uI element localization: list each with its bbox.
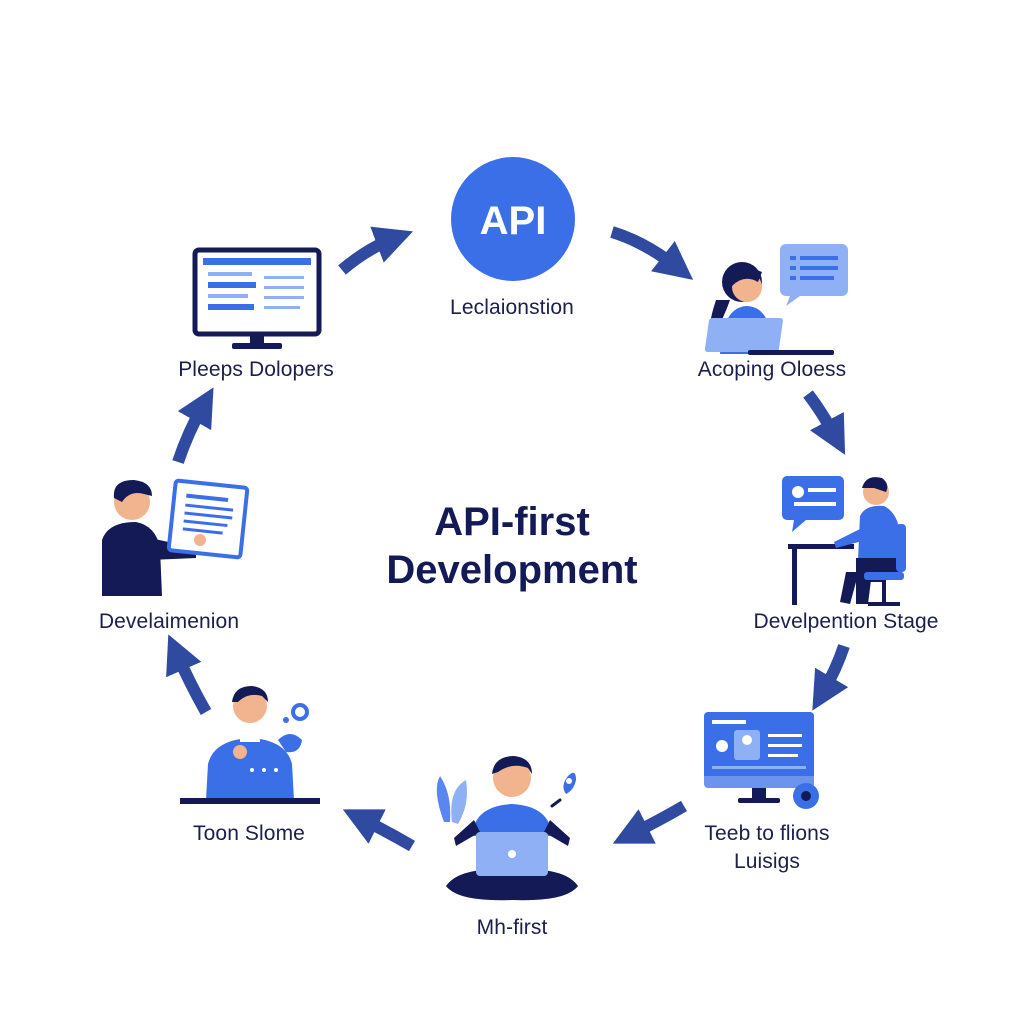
node-label-8: Pleeps Dolopers	[178, 358, 334, 381]
center-title-line2: Development	[386, 548, 638, 592]
arrow-3	[803, 390, 846, 455]
node-label-5: Mh-first	[476, 916, 548, 939]
node-label-6: Toon Slome	[193, 822, 305, 845]
arrow-6	[342, 809, 416, 852]
arrow-4	[812, 644, 850, 711]
presenter-icon	[102, 478, 250, 596]
arrow-7	[166, 634, 212, 715]
center-title: API-first Development	[386, 498, 637, 594]
dashboard-monitor-icon	[704, 712, 819, 809]
node-label-4-line2: Luisigs	[733, 850, 801, 873]
arrow-8	[172, 387, 214, 464]
arrow-5	[612, 800, 688, 844]
api-badge-text: API	[480, 199, 547, 243]
meditating-dev-icon	[436, 756, 578, 901]
tester-icon	[180, 686, 320, 804]
desk-worker-icon	[782, 476, 906, 606]
node-label-7: Develaimenion	[98, 610, 240, 633]
node-label-3: Develpention Stage	[753, 610, 939, 633]
node-label-4-line1: Teeb to flions	[704, 822, 830, 845]
node-label-1: Leclaionstion	[450, 296, 574, 319]
woman-laptop-icon	[704, 244, 848, 355]
monitor-icon	[192, 247, 322, 349]
node-label-4: Teeb to flions Luisigs	[704, 820, 829, 876]
api-circle-icon: API	[451, 157, 575, 281]
node-label-2: Acoping Oloess	[697, 358, 847, 381]
arrow-1	[338, 226, 414, 275]
arrow-2	[610, 226, 694, 280]
center-title-line1: API-first	[434, 500, 590, 544]
cycle-arrows	[166, 226, 850, 852]
